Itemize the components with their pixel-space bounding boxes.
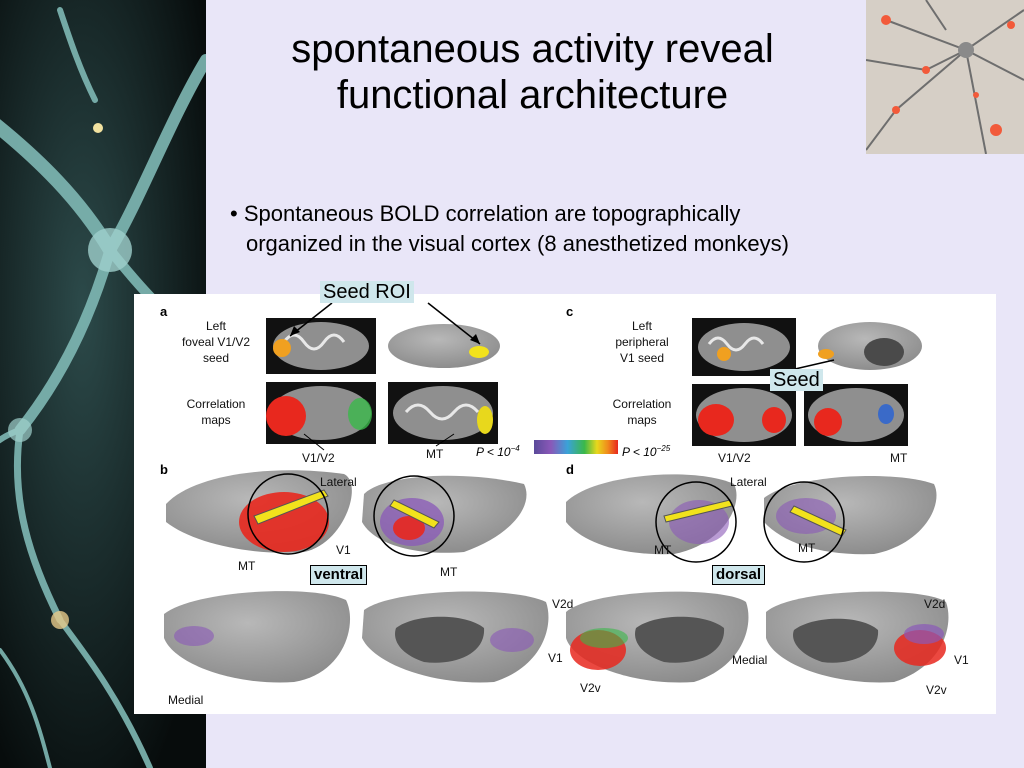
seed-callout: Seed (770, 369, 823, 391)
title-line-2: functional architecture (336, 73, 729, 117)
panel-label-a: a (160, 304, 168, 319)
b-medial-label: Medial (168, 693, 203, 707)
c-corr-label-1: Correlation (613, 397, 672, 411)
d-v2v-label-left: V2v (580, 681, 601, 695)
c-v1v2-label: V1/V2 (718, 451, 751, 465)
d-right-circle (763, 481, 845, 563)
d-v1-label-right: V1 (954, 653, 969, 667)
a-seed-label-1: Left (206, 319, 227, 333)
bullet-line-1: • Spontaneous BOLD correlation are topog… (230, 201, 741, 226)
ventral-label: ventral (310, 565, 368, 585)
b-medial-v1-label: V1 (548, 651, 563, 665)
a-seed-blob (273, 339, 291, 357)
bullet-text: • Spontaneous BOLD correlation are topog… (230, 199, 890, 259)
d-mt-label-left: MT (654, 543, 672, 557)
figure-panel: a c b d Left foveal V1/V2 seed Correlati… (134, 294, 996, 714)
a-corr-label-1: Correlation (187, 397, 246, 411)
d-medial-label: Medial (732, 653, 767, 667)
d-v2d-label-right: V2d (924, 597, 945, 611)
dorsal-label: dorsal (712, 565, 766, 585)
b-lateral-label: Lateral (320, 475, 357, 489)
figure-graphics: a c b d Left foveal V1/V2 seed Correlati… (160, 304, 969, 707)
a-v1v2-label: V1/V2 (302, 451, 335, 465)
a-corr-label-2: maps (201, 413, 230, 427)
seed-roi-callout: Seed ROI (320, 281, 414, 303)
c-corr-label-2: maps (627, 413, 656, 427)
c-seed-label-1: Left (632, 319, 653, 333)
d-v2v-label-right: V2v (926, 683, 947, 697)
c-seed-label-3: V1 seed (620, 351, 664, 365)
b-mt-label-right: MT (440, 565, 458, 579)
p-value-colorbar (534, 440, 618, 454)
panel-label-c: c (566, 304, 573, 319)
slide-title: spontaneous activity reveal functional a… (215, 26, 850, 118)
p-high-label: P < 10−25 (622, 444, 671, 459)
panel-label-d: d (566, 462, 574, 477)
d-lateral-label: Lateral (730, 475, 767, 489)
d-mt-label-right: MT (798, 541, 816, 555)
c-mt-label: MT (890, 451, 908, 465)
panel-label-b: b (160, 462, 168, 477)
c-seed-label-2: peripheral (615, 335, 668, 349)
a-mt-label: MT (426, 447, 444, 461)
neuron-photo-top-right (866, 0, 1024, 154)
p-low-label: P < 10−4 (476, 444, 520, 459)
a-seed-label-2: foveal V1/V2 (182, 335, 250, 349)
b-medial-left-hemisphere (164, 591, 351, 683)
a-3d-seed (469, 346, 489, 358)
a-3d-brain (388, 324, 500, 368)
b-v1-label: V1 (336, 543, 351, 557)
a-seed-label-3: seed (203, 351, 229, 365)
b-mt-label-left: MT (238, 559, 256, 573)
b-left-circle (247, 473, 329, 555)
d-left-circle (655, 481, 737, 563)
d-lateral-right-hemisphere (764, 475, 937, 555)
bullet-line-2: organized in the visual cortex (8 anesth… (246, 231, 789, 256)
b-right-circle (373, 475, 455, 557)
neuron-illustration-right (866, 0, 1024, 154)
title-line-1: spontaneous activity reveal (291, 27, 774, 71)
d-v2d-label-left: V2d (552, 597, 573, 611)
